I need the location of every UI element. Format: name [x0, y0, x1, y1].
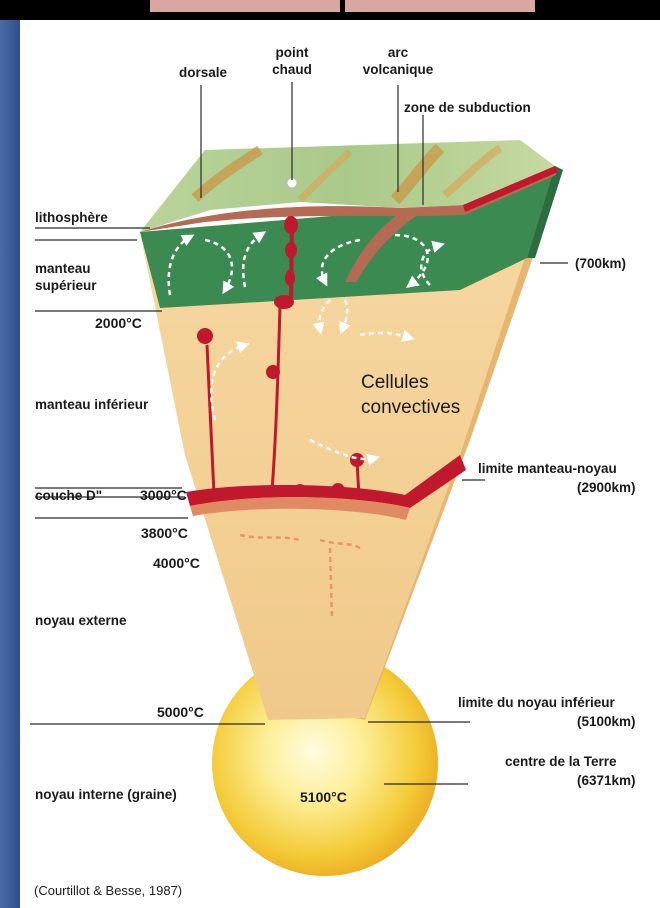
- label-point-chaud: point chaud: [262, 44, 322, 78]
- label-limite-manteau-noyau: limite manteau-noyau: [478, 460, 617, 477]
- label-cellules-convectives: Cellules convectives: [361, 370, 460, 420]
- label-lithosphere: lithosphère: [35, 209, 108, 226]
- label-noyau-interne: noyau interne (graine): [35, 786, 177, 803]
- plume-head: [284, 216, 298, 234]
- plume-head: [266, 365, 280, 379]
- label-centre-terre: centre de la Terre: [505, 753, 617, 770]
- label-depth-6371: (6371km): [577, 772, 636, 789]
- label-couche-d: couche D": [35, 487, 102, 504]
- plume-head: [295, 484, 305, 492]
- label-temp-5000: 5000°C: [157, 704, 204, 721]
- label-depth-2900: (2900km): [577, 479, 636, 496]
- label-temp-5100: 5100°C: [300, 789, 347, 806]
- label-manteau-inferieur: manteau inférieur: [35, 396, 148, 413]
- label-temp-4000: 4000°C: [153, 555, 200, 572]
- label-manteau-superieur: manteau supérieur: [35, 260, 97, 294]
- label-arc-volcanique: arc volcanique: [355, 44, 441, 78]
- plume-head: [285, 270, 295, 286]
- plume-head: [274, 295, 294, 309]
- label-depth-5100: (5100km): [577, 713, 636, 730]
- label-noyau-externe: noyau externe: [35, 612, 127, 629]
- label-temp-2000: 2000°C: [95, 315, 142, 332]
- source-credit: (Courtillot & Besse, 1987): [34, 883, 182, 898]
- plume-head: [332, 483, 344, 493]
- plume-head: [285, 242, 297, 258]
- plume-head: [197, 328, 213, 344]
- label-dorsale: dorsale: [168, 64, 238, 81]
- label-limite-noyau-inferieur: limite du noyau inférieur: [458, 694, 615, 711]
- label-temp-3000: 3000°C: [140, 487, 187, 504]
- label-zone-subduction: zone de subduction: [404, 99, 531, 116]
- label-depth-700: (700km): [575, 255, 626, 272]
- label-temp-3800: 3800°C: [141, 525, 188, 542]
